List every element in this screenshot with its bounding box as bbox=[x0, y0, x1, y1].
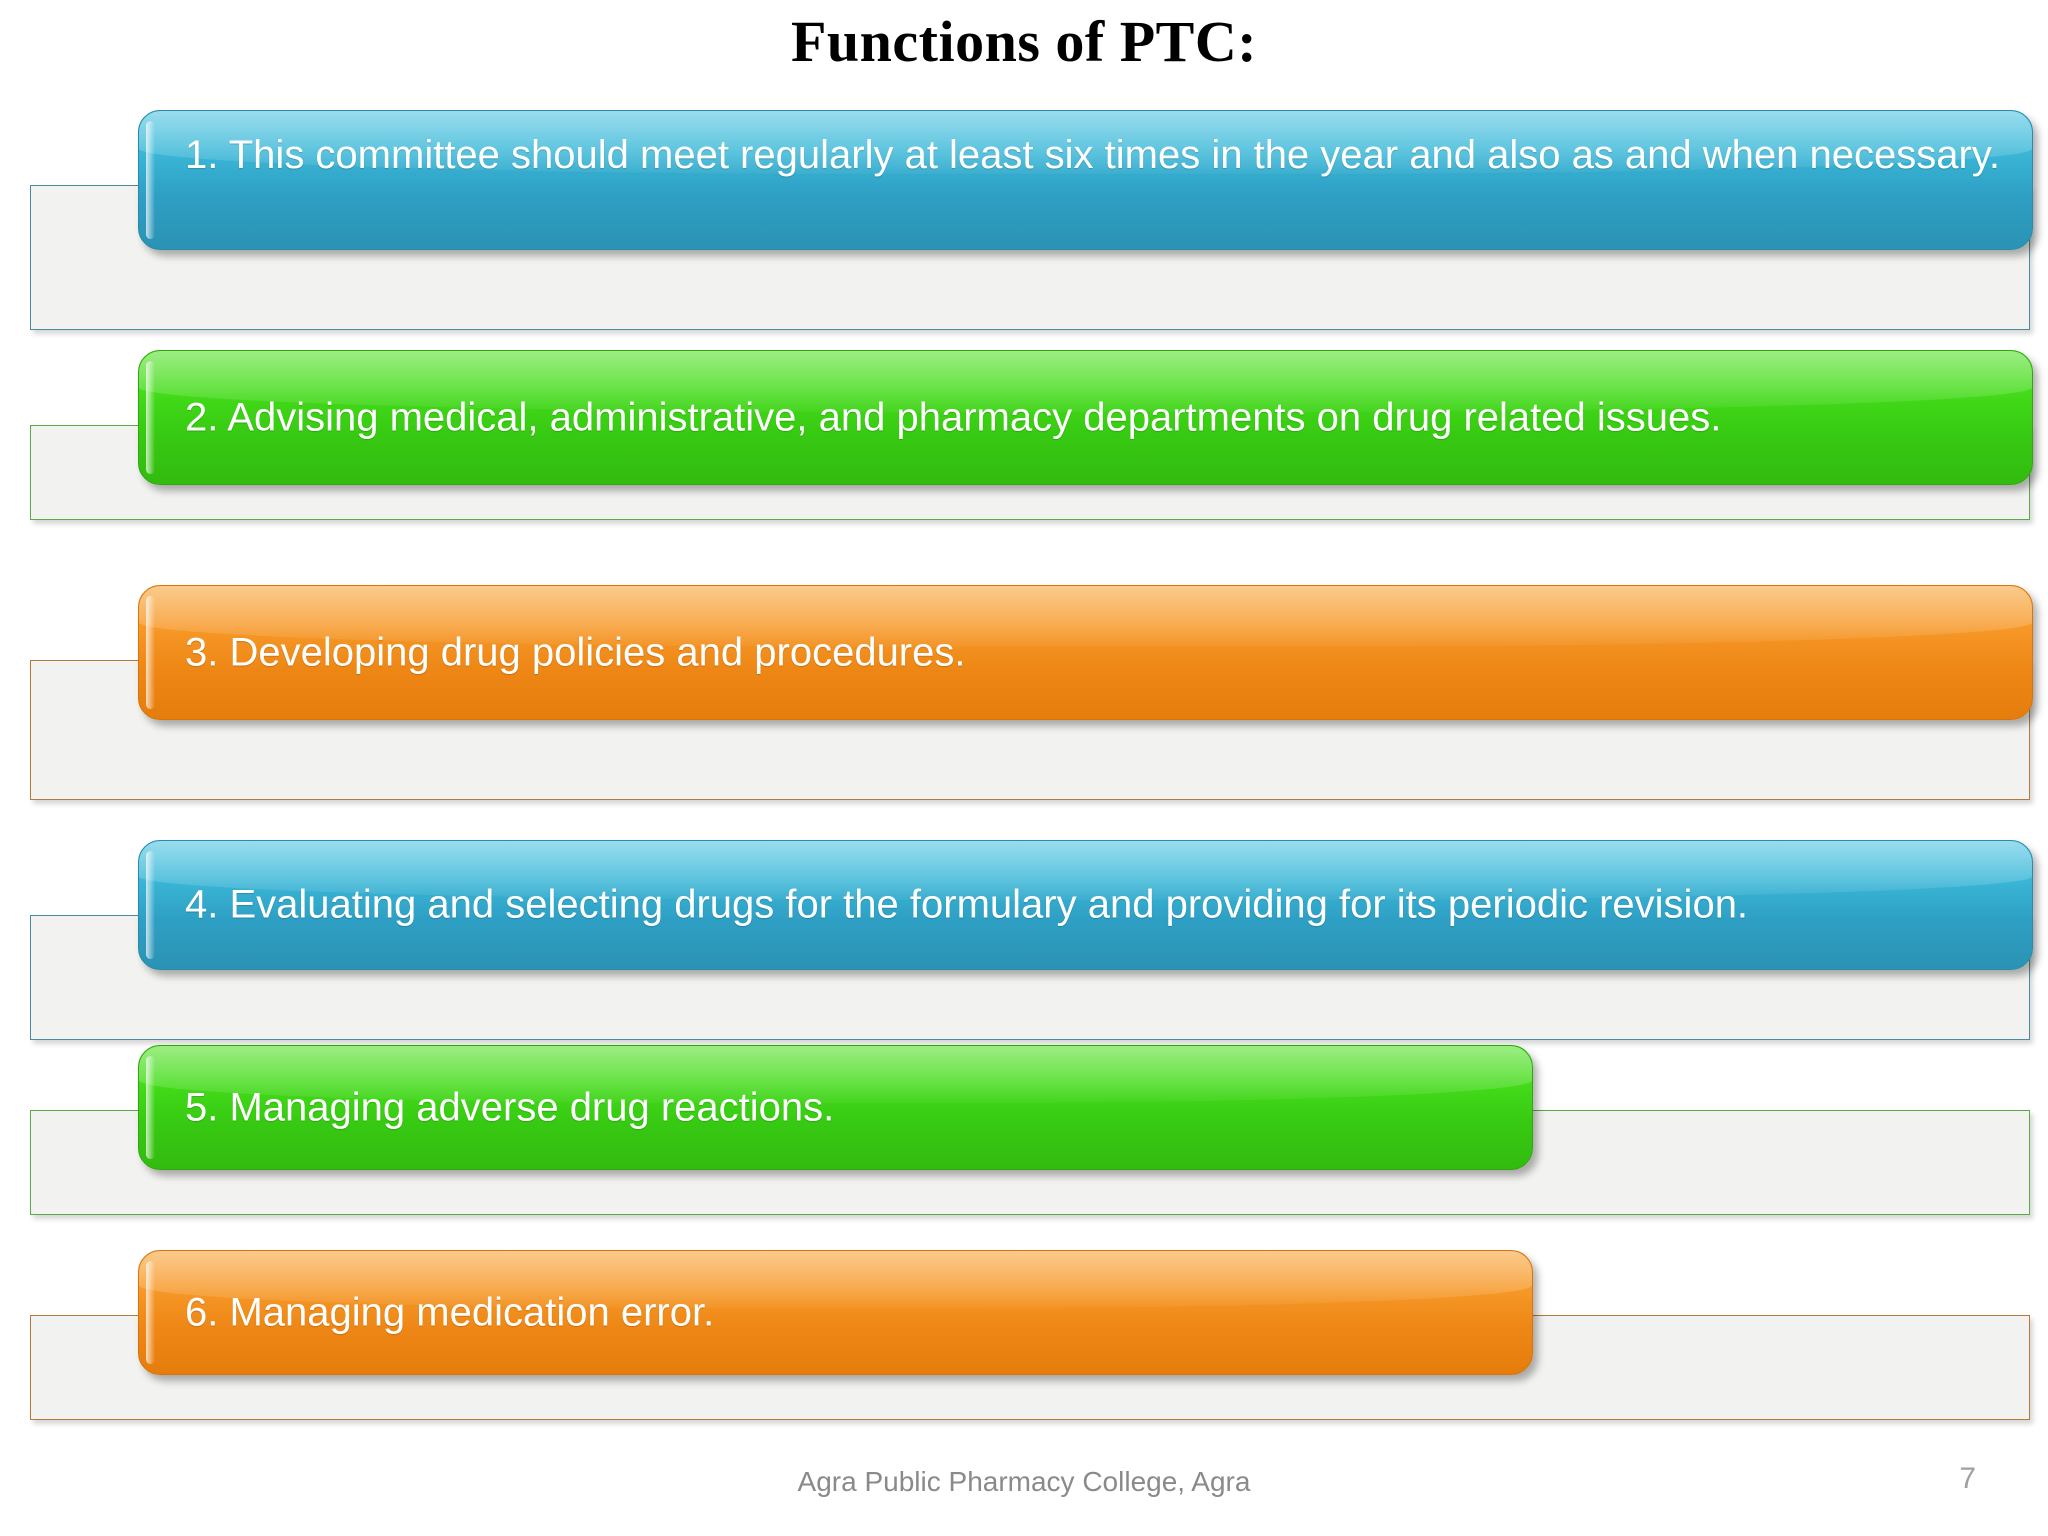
function-bar-2[interactable]: 2. Advising medical, administrative, and… bbox=[138, 350, 2033, 485]
function-bar-label-5: 5. Managing adverse drug reactions. bbox=[185, 1085, 835, 1130]
function-bar-label-3: 3. Developing drug policies and procedur… bbox=[185, 630, 966, 675]
function-bar-6[interactable]: 6. Managing medication error. bbox=[138, 1250, 1533, 1375]
function-bar-label-2: 2. Advising medical, administrative, and… bbox=[185, 395, 1722, 440]
function-bar-3[interactable]: 3. Developing drug policies and procedur… bbox=[138, 585, 2033, 720]
function-bar-5[interactable]: 5. Managing adverse drug reactions. bbox=[138, 1045, 1533, 1170]
function-bar-4[interactable]: 4. Evaluating and selecting drugs for th… bbox=[138, 840, 2033, 970]
function-bar-label-1: 1. This committee should meet regularly … bbox=[185, 133, 2000, 177]
footer-institution: Agra Public Pharmacy College, Agra bbox=[797, 1466, 1251, 1497]
page-number: 7 bbox=[1959, 1462, 1976, 1495]
function-bar-1[interactable]: 1. This committee should meet regularly … bbox=[138, 110, 2033, 250]
function-bar-label-4: 4. Evaluating and selecting drugs for th… bbox=[185, 882, 1749, 927]
function-bar-label-6: 6. Managing medication error. bbox=[185, 1290, 715, 1335]
slide-title: Functions of PTC: bbox=[790, 9, 1258, 74]
